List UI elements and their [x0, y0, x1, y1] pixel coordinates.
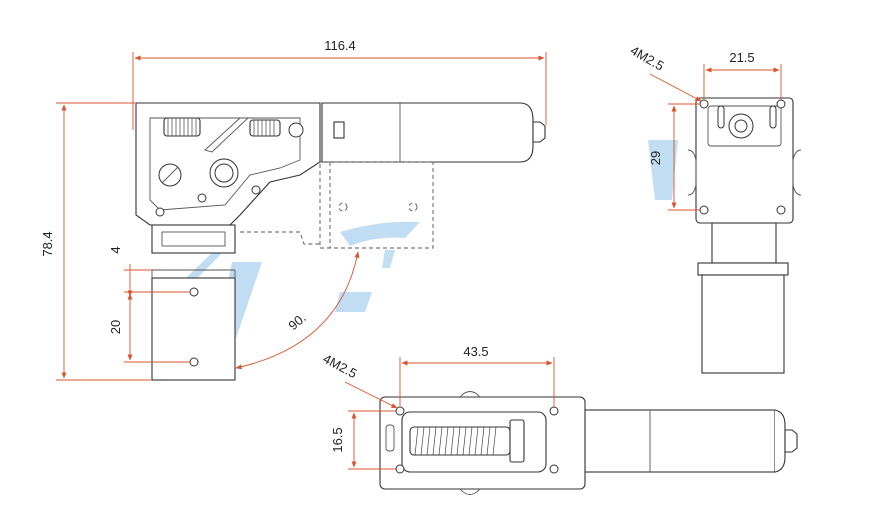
bottom-view — [379, 391, 798, 495]
overall-height-label: 78.4 — [40, 231, 55, 256]
end-view-strut — [701, 274, 785, 374]
end-hole-callout: 4M2.5 — [628, 43, 667, 74]
bottom-view-motor — [584, 409, 776, 473]
hole-spacing-label: 20 — [108, 320, 123, 334]
side-view — [135, 102, 546, 381]
end-view-sleeve — [697, 262, 789, 276]
bottom-view-screw — [409, 426, 511, 456]
end-hole-spacing-vertical-label: 29 — [648, 151, 663, 165]
end-view-stem — [711, 222, 777, 264]
swing-angle-label: 90. — [285, 310, 308, 333]
end-hole-spacing-horizontal-label: 21.5 — [729, 50, 754, 65]
motor-body — [321, 102, 534, 163]
strut-mount-block — [151, 224, 236, 254]
bottom-hole-spacing-horizontal-label: 43.5 — [463, 344, 488, 359]
overall-length-label: 116.4 — [324, 38, 356, 53]
bottom-hole-callout: 4M2.5 — [321, 351, 360, 381]
bottom-view-motor-tip — [784, 429, 798, 453]
side-view-dimensions: 116.4 78.4 4 20 90. — [40, 38, 547, 381]
rotated-position-outline — [240, 161, 434, 249]
motor-shaft-tip — [532, 121, 546, 143]
bottom-hole-spacing-vertical-label: 16.5 — [330, 427, 345, 452]
end-view — [687, 97, 802, 374]
upper-offset-label: 4 — [108, 246, 123, 253]
